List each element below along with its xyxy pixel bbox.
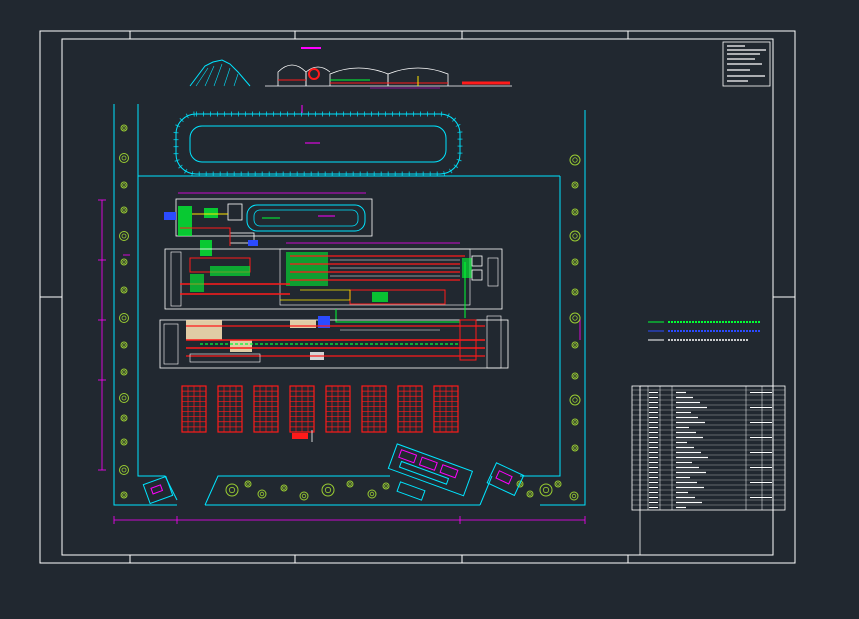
tree-symbol <box>120 206 128 214</box>
tree-symbol <box>120 286 128 294</box>
inner-drawing-border <box>61 38 774 556</box>
tree-symbol <box>120 181 128 189</box>
greenhouse-block <box>289 385 315 433</box>
tree-symbol <box>571 418 579 426</box>
tree-symbol <box>571 181 579 189</box>
bottom-green-belt <box>204 475 579 506</box>
greenhouse-block <box>217 385 243 433</box>
site-boundary <box>113 104 586 506</box>
tree-symbol <box>119 313 129 323</box>
tree-symbol <box>119 465 129 475</box>
tree-symbol <box>120 258 128 266</box>
greenhouse-block <box>181 385 207 433</box>
tree-symbol <box>571 444 579 452</box>
tree-symbol <box>120 438 128 446</box>
equipment-schedule-table <box>631 385 786 511</box>
tree-symbol <box>119 393 129 403</box>
tree-symbol <box>225 483 239 497</box>
greenhouse-block <box>361 385 387 433</box>
middle-process-building <box>164 248 503 323</box>
greenhouse-block <box>253 385 279 433</box>
tree-symbol <box>539 483 553 497</box>
tree-symbol <box>257 489 267 499</box>
title-block-top <box>722 41 771 87</box>
tree-symbol <box>120 414 128 422</box>
tree-row-right <box>569 154 581 452</box>
elevation-view <box>189 47 512 89</box>
tree-symbol <box>571 372 579 380</box>
office-complex <box>142 443 525 505</box>
greenhouse-block <box>433 385 459 433</box>
tree-symbol <box>120 368 128 376</box>
upper-process-building <box>164 198 373 256</box>
greenhouse-block <box>325 385 351 433</box>
tree-symbol <box>321 483 335 497</box>
tree-symbol <box>119 231 129 241</box>
tree-symbol <box>280 484 288 492</box>
tree-symbol <box>120 491 128 499</box>
tree-symbol <box>119 153 129 163</box>
tree-symbol <box>569 394 581 406</box>
tree-row-left <box>119 124 129 499</box>
tree-symbol <box>382 482 390 490</box>
pump-station <box>292 433 308 439</box>
tree-symbol <box>120 124 128 132</box>
tree-symbol <box>569 312 581 324</box>
tree-symbol <box>526 490 534 498</box>
outer-sheet-border <box>39 30 796 564</box>
tree-symbol <box>569 230 581 242</box>
tree-symbol <box>571 258 579 266</box>
tree-symbol <box>244 480 252 488</box>
greenhouse-block <box>397 385 423 433</box>
oval-road <box>173 105 463 177</box>
tree-symbol <box>569 491 579 501</box>
dimension-lines <box>98 192 586 524</box>
greenhouse-row <box>181 385 459 433</box>
tree-symbol <box>571 341 579 349</box>
tree-symbol <box>120 341 128 349</box>
tree-symbol <box>346 480 354 488</box>
tree-symbol <box>554 480 562 488</box>
tree-symbol <box>571 288 579 296</box>
tree-symbol <box>571 208 579 216</box>
line-legend <box>648 321 760 341</box>
zone-ticks <box>40 31 795 563</box>
tree-symbol <box>569 154 581 166</box>
tree-symbol <box>367 489 377 499</box>
tree-symbol <box>299 491 309 501</box>
lower-process-building <box>159 315 509 369</box>
